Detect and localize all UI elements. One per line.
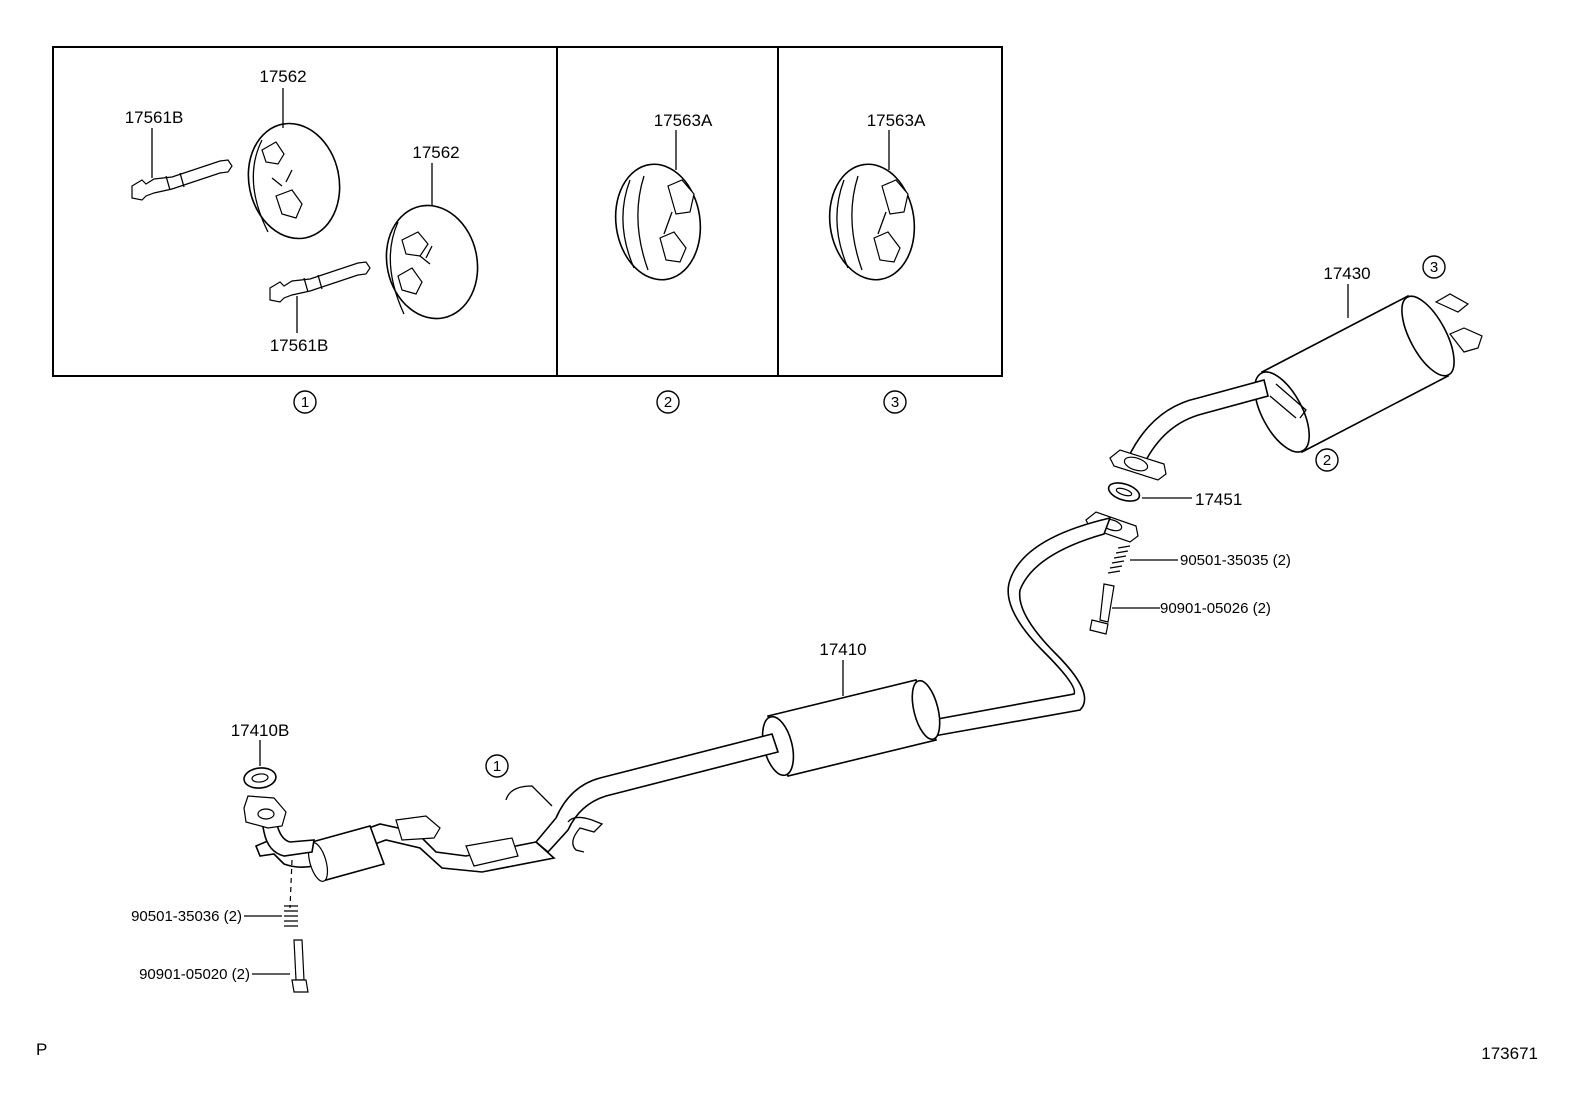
- page-code: P: [36, 1040, 47, 1059]
- drawing-number: 173671: [1481, 1044, 1538, 1063]
- hanger-panel-2: [614, 163, 702, 281]
- label-17410: 17410: [819, 640, 866, 659]
- label-17563a-panel-2: 17563A: [654, 111, 713, 130]
- spring-center: [1107, 545, 1131, 574]
- svg-text:2: 2: [1323, 452, 1331, 469]
- panel-marker-3: 3: [883, 390, 907, 414]
- label-17561b-bottom: 17561B: [270, 336, 329, 355]
- bolt-front: [291, 939, 309, 993]
- stud-bottom: [269, 261, 371, 303]
- label-17561b-top: 17561B: [125, 108, 184, 127]
- panel-marker-2: 2: [656, 390, 680, 414]
- center-pipe-marker-1: 1: [485, 754, 509, 778]
- svg-text:1: 1: [301, 394, 309, 411]
- label-17563a-panel-3: 17563A: [867, 111, 926, 130]
- label-17410b: 17410B: [231, 721, 290, 740]
- label-90501-35035: 90501-35035 (2): [1180, 552, 1291, 569]
- tailpipe-assembly: [1109, 293, 1483, 481]
- tailpipe-marker-3: 3: [1422, 255, 1446, 279]
- panel-2: 17563A: [614, 111, 713, 281]
- tailpipe-marker-2: 2: [1315, 448, 1339, 472]
- label-17562-top: 17562: [259, 67, 306, 86]
- label-17562-bottom: 17562: [412, 143, 459, 162]
- front-flange: [243, 795, 287, 829]
- label-90901-05026: 90901-05026 (2): [1160, 600, 1271, 617]
- gasket-front: [243, 767, 277, 789]
- gasket-center: [1107, 482, 1141, 502]
- stud-top: [131, 159, 233, 201]
- bolt-center: [1089, 583, 1115, 635]
- label-17451: 17451: [1195, 490, 1242, 509]
- spring-front: [284, 905, 298, 927]
- label-90501-35036: 90501-35036 (2): [131, 908, 242, 925]
- panel-3: 17563A: [828, 111, 926, 281]
- hanger-bottom: [385, 204, 479, 320]
- hanger-top: [247, 122, 341, 240]
- center-pipe: [254, 511, 1139, 882]
- svg-text:3: 3: [891, 394, 899, 411]
- hanger-panel-3: [828, 163, 916, 281]
- panel-1: 17562 17561B 17562 17561B: [125, 67, 479, 355]
- panel-marker-1: 1: [293, 390, 317, 414]
- svg-text:3: 3: [1430, 259, 1438, 276]
- label-90901-05020: 90901-05020 (2): [139, 966, 250, 983]
- svg-text:1: 1: [493, 758, 501, 775]
- label-17430: 17430: [1323, 264, 1370, 283]
- svg-text:2: 2: [664, 394, 672, 411]
- inset-box: [52, 46, 1003, 377]
